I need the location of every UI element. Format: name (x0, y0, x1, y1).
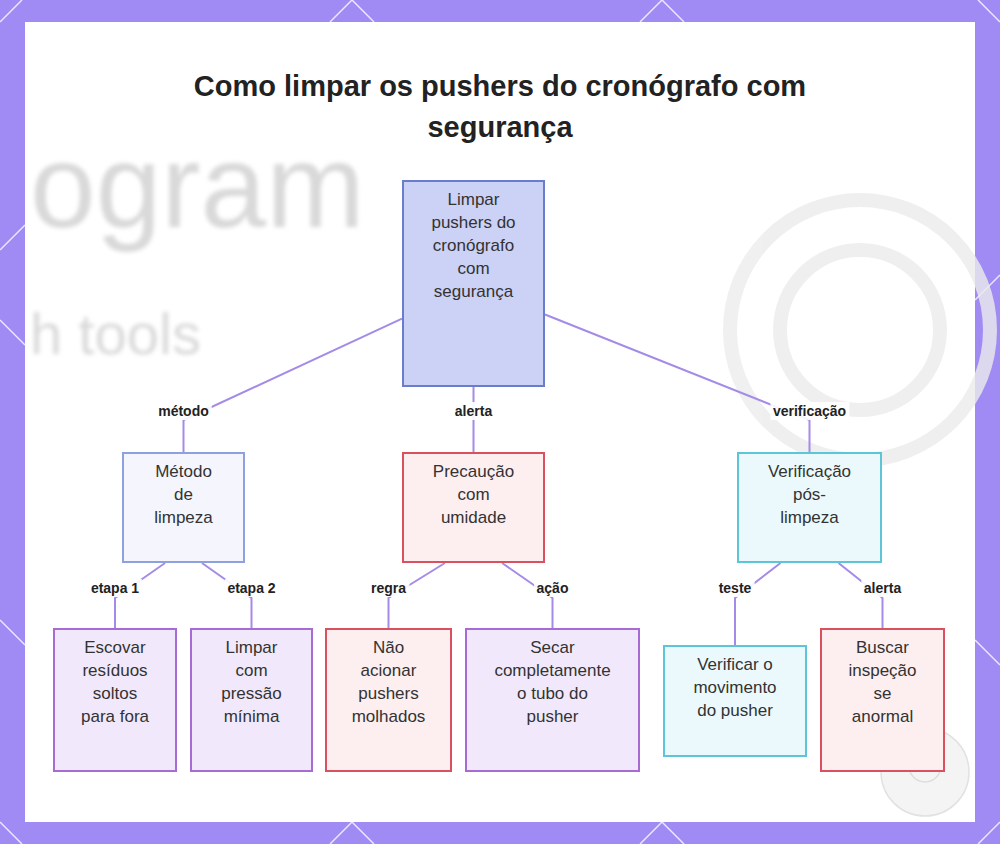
edge-label: ação (534, 579, 572, 597)
connector-line (184, 319, 403, 452)
edge-label: alerta (861, 579, 904, 597)
topic-box: Não acionar pushers molhados (325, 628, 452, 772)
topic-box: Método de limpeza (122, 452, 245, 563)
topic-box: Secar completamente o tubo do pusher (465, 628, 640, 772)
topic-box: Verificação pós-limpeza (737, 452, 882, 563)
topic-box: Verificar o movimento do pusher (663, 645, 807, 757)
node-text: Secar completamente o tubo do pusher (467, 636, 638, 728)
topic-box: Buscar inspeção se anormal (820, 628, 945, 772)
node-text: Método de limpeza (124, 460, 243, 529)
root-box: Limpar pushers do cronógrafo com seguran… (402, 180, 545, 387)
edge-label: alerta (452, 402, 495, 420)
edge-label: regra (368, 579, 409, 597)
node-text: Limpar com pressão mínima (192, 636, 311, 728)
topic-box: Precaução com umidade (402, 452, 545, 563)
node-text: Limpar pushers do cronógrafo com seguran… (404, 188, 543, 303)
watermark-text: h tools (30, 300, 201, 367)
watch-illustration (730, 200, 990, 460)
panel (25, 22, 975, 822)
connector-line (545, 315, 810, 452)
diagram-title: Como limpar os pushers do cronógrafo com… (180, 66, 820, 148)
edge-label: etapa 2 (224, 579, 278, 597)
node-text: Buscar inspeção se anormal (822, 636, 943, 728)
edge-label: verificação (770, 402, 849, 420)
node-text: Escovar resíduos soltos para fora (55, 636, 175, 728)
edge-label: teste (716, 579, 755, 597)
node-text: Verificar o movimento do pusher (665, 653, 805, 722)
connector-line (735, 563, 781, 645)
watermark-text: ogram (30, 118, 364, 254)
node-text: Precaução com umidade (404, 460, 543, 529)
edge-label: método (155, 402, 212, 420)
topic-box: Escovar resíduos soltos para fora (53, 628, 177, 772)
node-text: Não acionar pushers molhados (327, 636, 450, 728)
node-text: Verificação pós-limpeza (739, 460, 880, 529)
edge-label: etapa 1 (88, 579, 142, 597)
topic-box: Limpar com pressão mínima (190, 628, 313, 772)
